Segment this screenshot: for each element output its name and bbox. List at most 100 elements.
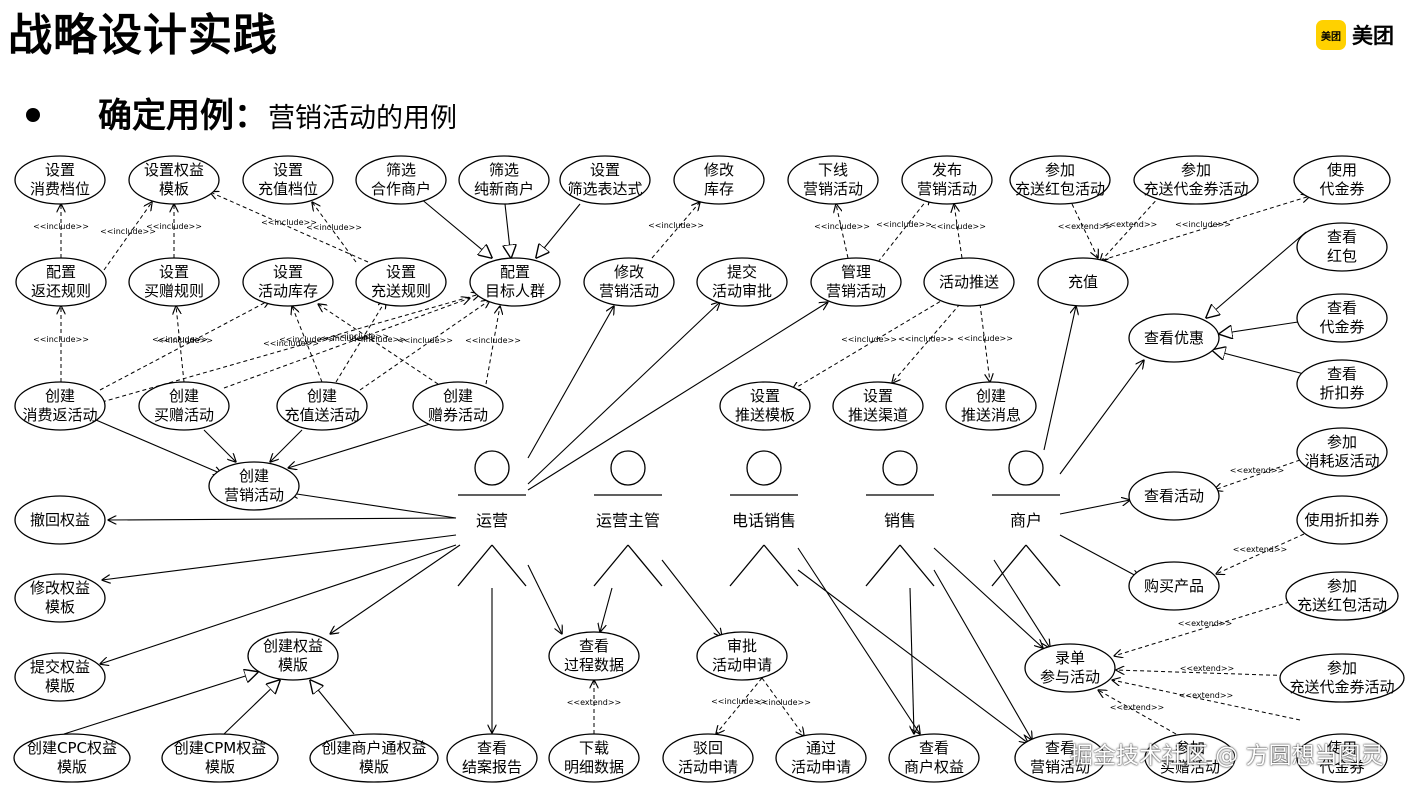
actor-name: 运营 xyxy=(476,511,508,530)
use-case-label: 库存 xyxy=(704,180,734,198)
include-arrow xyxy=(651,202,700,259)
use-case-label: 充值 xyxy=(1068,273,1098,291)
extend-label: <<extend>> xyxy=(1179,691,1234,700)
include-label: <<include>> xyxy=(261,218,317,227)
use-case-label: 查看 xyxy=(919,739,949,757)
slide-title: 战略设计实践 xyxy=(8,10,278,61)
use-case-ellipse xyxy=(309,733,439,783)
include-label: <<include>> xyxy=(319,334,375,343)
actor-name: 电话销售 xyxy=(732,511,796,530)
association-arrow xyxy=(797,547,920,734)
use-case-label: 设置权益 xyxy=(144,161,204,179)
use-case-label: 查看 xyxy=(579,637,609,655)
actor-name: 运营主管 xyxy=(596,511,660,530)
use-case-ellipse xyxy=(242,155,334,205)
bullet-main-text: 确定用例： xyxy=(98,96,268,136)
use-case-label: 模版 xyxy=(278,656,308,674)
use-case-label: 营销活动 xyxy=(1030,758,1090,776)
extend-arrow xyxy=(1216,533,1305,574)
extend-label: <<extend>> xyxy=(1058,222,1113,231)
use-case-ellipse xyxy=(469,257,561,307)
association-arrow xyxy=(95,419,222,474)
use-case-ellipse xyxy=(15,257,107,307)
association-arrow xyxy=(527,564,562,634)
association-arrow xyxy=(910,587,914,734)
use-case-ellipse xyxy=(412,381,504,431)
use-case-ellipse xyxy=(458,155,550,205)
include-arrow xyxy=(318,304,439,385)
use-case-label: 设置 xyxy=(273,263,303,281)
use-case-label: 目标人群 xyxy=(485,282,545,300)
use-case-ellipse xyxy=(128,155,220,205)
use-case-label: 参加 xyxy=(1181,161,1211,179)
association-arrow xyxy=(203,429,236,462)
use-case-label: 下线 xyxy=(818,161,848,179)
include-label: <<include>> xyxy=(465,336,521,345)
logo-text: 美团 xyxy=(1352,24,1394,48)
use-case-ellipse xyxy=(888,733,980,783)
use-case-label: 模版 xyxy=(359,758,389,776)
use-case-label: 查看活动 xyxy=(1144,487,1204,505)
use-case-label: 充送规则 xyxy=(371,282,431,300)
use-case-ellipse xyxy=(14,155,106,205)
generalization-arrow xyxy=(310,680,355,735)
include-label: <<include>> xyxy=(1175,220,1231,229)
association-arrow xyxy=(527,306,614,459)
use-case-label: 创建 xyxy=(45,387,75,405)
use-case-label: 过程数据 xyxy=(564,656,624,674)
include-label: <<include>> xyxy=(930,222,986,231)
use-case-label: 审批 xyxy=(727,637,757,655)
use-case-label: 创建 xyxy=(443,387,473,405)
use-case-ellipse xyxy=(673,155,765,205)
use-case-label: 充值档位 xyxy=(258,180,318,198)
use-case-label: 营销活动 xyxy=(803,180,863,198)
extend-label: <<extend>> xyxy=(567,698,622,707)
use-case-label: 充送红包活动 xyxy=(1297,596,1387,614)
include-arrow xyxy=(210,192,369,263)
use-case-label: 消费返活动 xyxy=(22,406,97,424)
association-arrow xyxy=(527,302,720,485)
use-case-label: 纯新商户 xyxy=(474,180,534,198)
use-case-label: 查看 xyxy=(1045,739,1075,757)
association-arrow xyxy=(1059,500,1130,515)
use-case-label: 发布 xyxy=(932,161,962,179)
use-case-ellipse xyxy=(1293,155,1391,205)
use-case-label: 使用 xyxy=(1327,161,1357,179)
use-case-ellipse xyxy=(1128,471,1220,521)
use-case-label: 参加 xyxy=(1327,577,1357,595)
actor-leg-left xyxy=(991,544,1027,587)
include-label: <<include>> xyxy=(755,698,811,707)
use-case-label: 消费档位 xyxy=(30,180,90,198)
include-arrow xyxy=(485,306,500,385)
use-case-label: 模板 xyxy=(159,180,189,198)
use-case-ellipse xyxy=(1144,733,1236,783)
generalization-arrow xyxy=(536,203,581,258)
include-label: <<include>> xyxy=(814,222,870,231)
actor-leg-right xyxy=(763,544,799,587)
include-arrow xyxy=(176,306,185,383)
use-case-r9: 活动推送 xyxy=(923,257,1015,307)
include-label: <<include>> xyxy=(648,221,704,230)
use-case-label: 营销活动 xyxy=(917,180,977,198)
use-case-label: 营销活动 xyxy=(826,282,886,300)
use-case-ellipse xyxy=(696,631,788,681)
association-arrow xyxy=(108,518,457,520)
